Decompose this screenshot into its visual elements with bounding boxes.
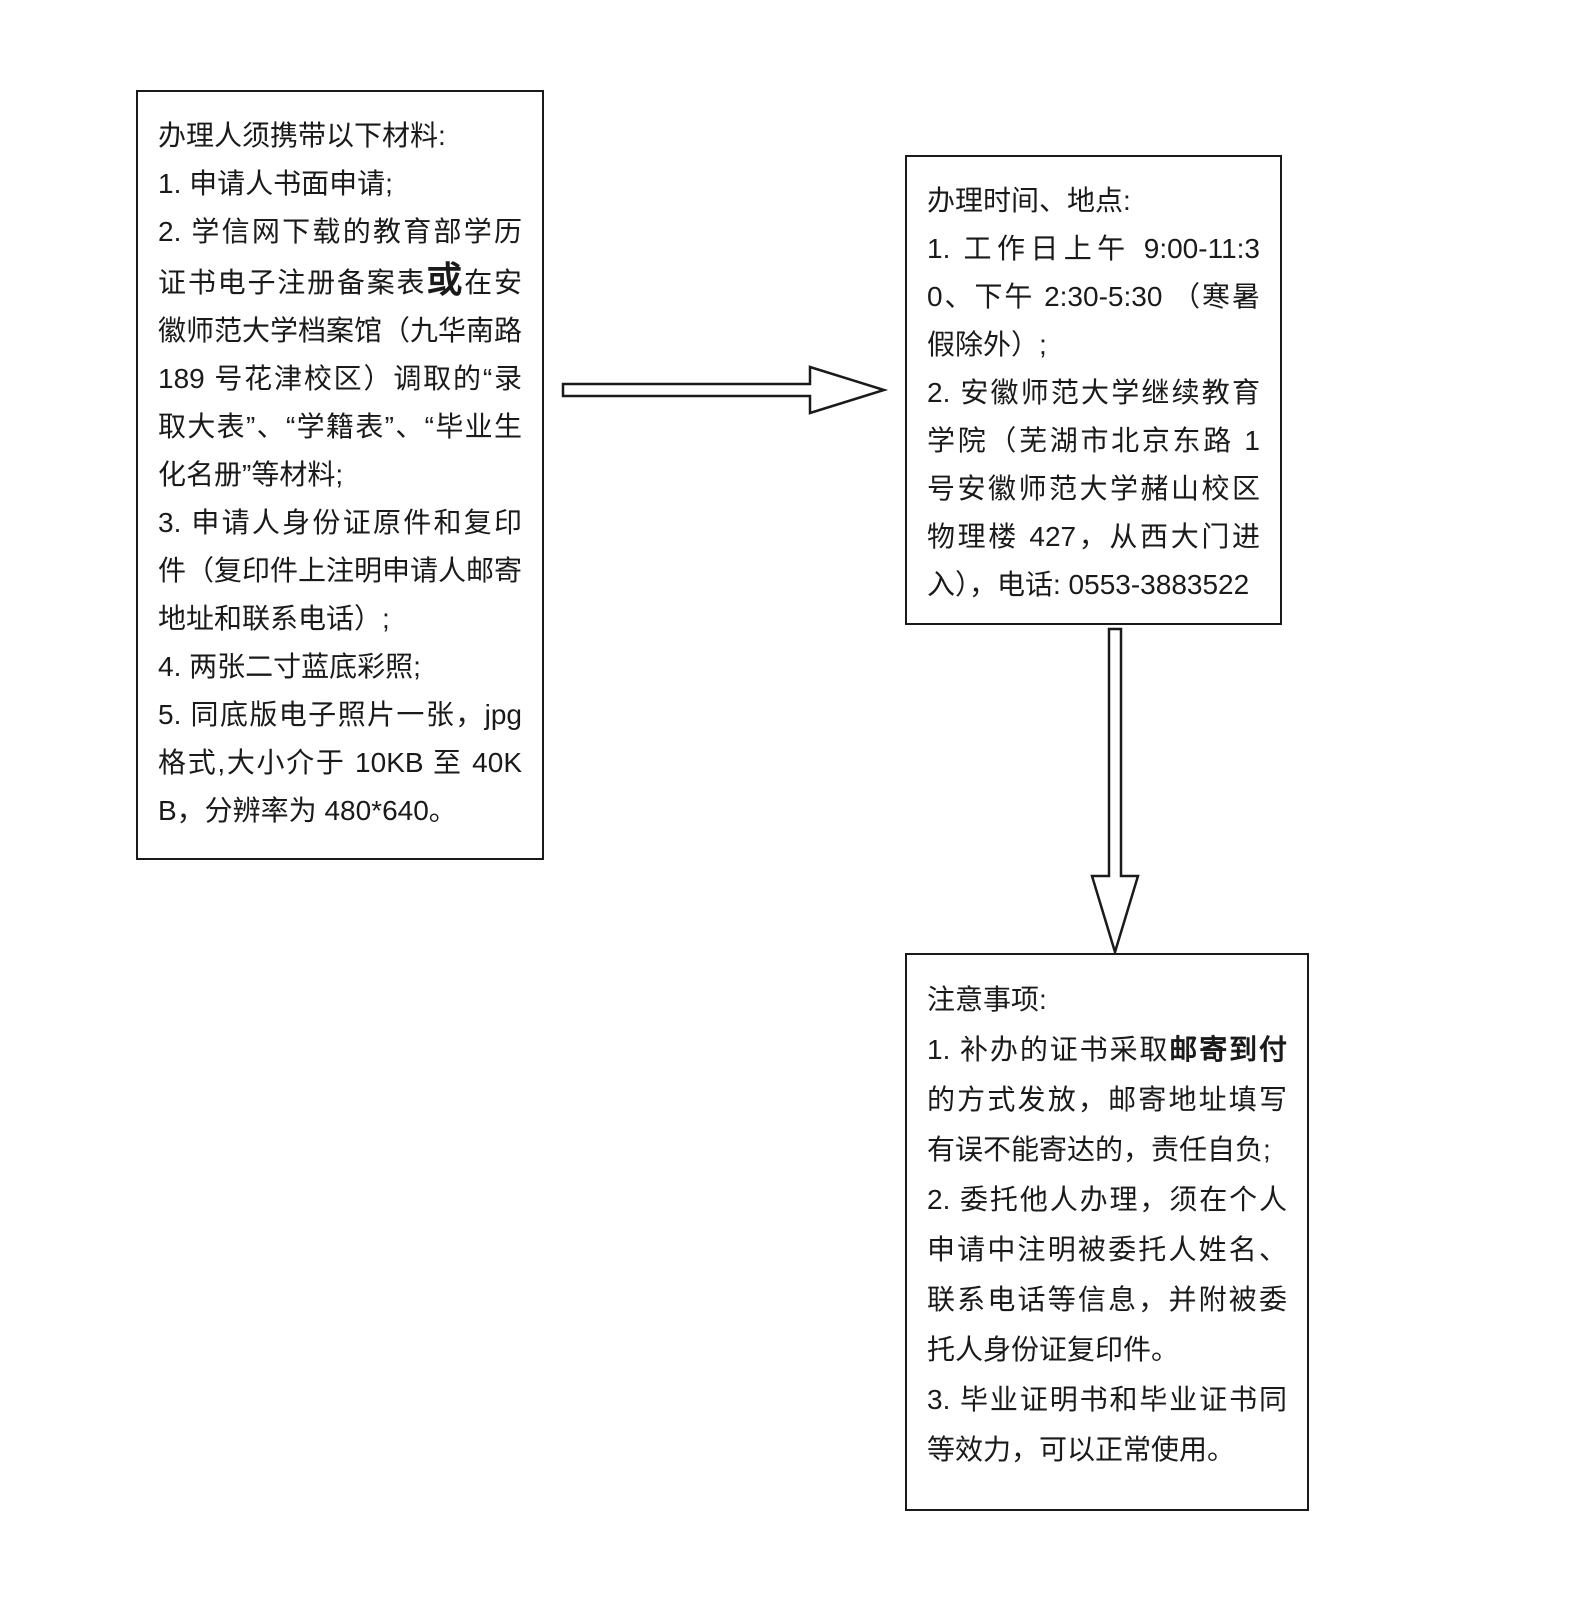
time-place-item-1: 1. 工作日上午 9:00-11:30、下午 2:30-5:30 （寒暑假除外）… <box>927 233 1260 360</box>
time-place-box-title: 办理时间、地点: <box>927 185 1131 216</box>
materials-item-2: 2. 学信网下载的教育部学历证书电子注册备案表或在安徽师范大学档案馆（九华南路 … <box>158 208 522 499</box>
materials-item-3: 3. 申请人身份证原件和复印件（复印件上注明申请人邮寄地址和联系电话）; <box>158 507 523 634</box>
materials-item-2-post: 在安徽师范大学档案馆（九华南路 189 号花津校区）调取的“录取大表”、“学籍表… <box>158 267 523 490</box>
notes-box-title: 注意事项: <box>927 984 1047 1015</box>
notes-item-1-post: 的方式发放，邮寄地址填写有误不能寄达的，责任自负; <box>927 1084 1287 1165</box>
notes-box: 注意事项: 1. 补办的证书采取邮寄到付的方式发放，邮寄地址填写有误不能寄达的，… <box>905 953 1309 1511</box>
materials-item-1: 1. 申请人书面申请; <box>158 168 393 199</box>
notes-item-2: 2. 委托他人办理，须在个人申请中注明被委托人姓名、联系电话等信息，并附被委托人… <box>927 1184 1287 1365</box>
materials-box: 办理人须携带以下材料: 1. 申请人书面申请; 2. 学信网下载的教育部学历证书… <box>136 90 544 860</box>
notes-item-1-pre: 1. 补办的证书采取 <box>927 1034 1170 1065</box>
notes-item-3: 3. 毕业证明书和毕业证书同等效力，可以正常使用。 <box>927 1384 1287 1465</box>
notes-item-1-bold: 邮寄到付 <box>1169 1034 1287 1065</box>
arrow-right-icon <box>561 365 889 415</box>
materials-box-title: 办理人须携带以下材料: <box>158 120 446 151</box>
materials-item-4: 4. 两张二寸蓝底彩照; <box>158 651 421 682</box>
materials-item-2-bold: 或 <box>426 259 465 300</box>
materials-item-5: 5. 同底版电子照片一张，jpg 格式,大小介于 10KB 至 40KB，分辨率… <box>158 699 522 826</box>
materials-item-2-pre: 2. 学信网下载的教育部学历证书电子注册备案表 <box>158 216 522 298</box>
arrow-down-icon <box>1090 627 1140 957</box>
notes-item-1: 1. 补办的证书采取邮寄到付的方式发放，邮寄地址填写有误不能寄达的，责任自负; <box>927 1025 1287 1175</box>
time-place-box: 办理时间、地点: 1. 工作日上午 9:00-11:30、下午 2:30-5:3… <box>905 155 1282 625</box>
time-place-item-2: 2. 安徽师范大学继续教育学院（芜湖市北京东路 1 号安徽师范大学赭山校区物理楼… <box>927 377 1260 600</box>
